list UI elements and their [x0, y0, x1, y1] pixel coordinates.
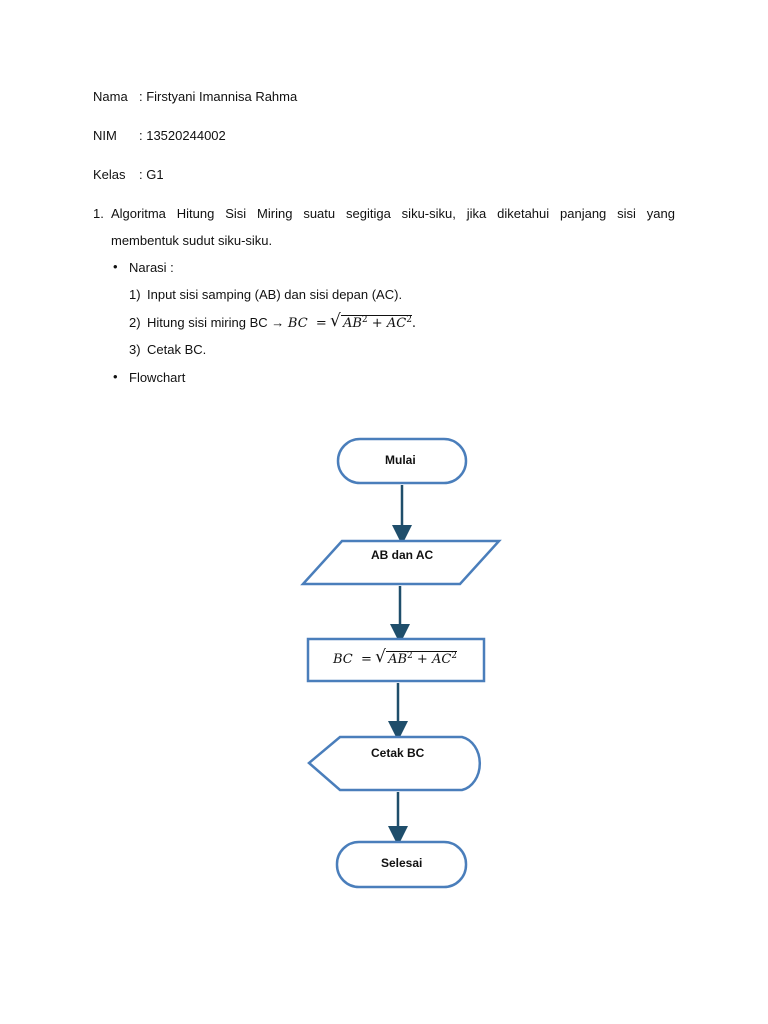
output-label: Cetak BC [371, 746, 425, 760]
flowchart-label: Flowchart [129, 370, 186, 385]
start-label: Mulai [385, 453, 416, 467]
input-parallelogram [300, 539, 502, 586]
bullet-dot: • [113, 369, 118, 384]
sqrt-icon: √AB2 + AC2 [375, 647, 458, 667]
formula-plus: + [371, 316, 383, 331]
step-2-formula: BC = √AB2 + AC2. [287, 311, 417, 331]
formula-exp-ac: 2 [406, 315, 412, 325]
step-2-num: 2) [129, 315, 141, 330]
nama-value: : Firstyani Imannisa Rahma [139, 89, 298, 104]
output-display-shape [307, 735, 482, 792]
bullet-dot: • [113, 259, 118, 274]
item-text-line2: membentuk sudut siku-siku. [111, 233, 273, 248]
narasi-label: Narasi : [129, 260, 174, 275]
step-3-num: 3) [129, 342, 141, 357]
step-1-num: 1) [129, 287, 141, 302]
process-equals: = [361, 652, 372, 667]
formula-exp-ab: 2 [361, 315, 368, 325]
item-text-line1: Algoritma Hitung Sisi Miring suatu segit… [111, 206, 675, 221]
item-number: 1. [93, 206, 104, 221]
process-exp-ac: 2 [451, 651, 458, 661]
step-1-text: Input sisi samping (AB) dan sisi depan (… [147, 287, 403, 302]
step-3-text: Cetak BC. [147, 342, 207, 357]
formula-lhs: BC [287, 316, 308, 331]
step-2-text: Hitung sisi miring BC → BC = √AB2 + AC2. [147, 311, 417, 331]
end-terminator [335, 840, 468, 889]
sqrt-icon: √AB2 + AC2 [329, 311, 412, 331]
step-2-label: Hitung sisi miring BC [147, 315, 268, 330]
formula-ab: AB [342, 316, 362, 331]
process-formula: BC = √AB2 + AC2 [333, 647, 458, 667]
process-exp-ab: 2 [407, 651, 413, 661]
kelas-label: Kelas [93, 167, 126, 182]
process-plus: + [416, 652, 428, 667]
process-rectangle [306, 637, 486, 683]
formula-ac: AC [386, 316, 407, 331]
nim-value: : 13520244002 [139, 128, 226, 143]
start-terminator [336, 437, 468, 485]
process-ac: AC [431, 652, 452, 667]
nama-label: Nama [93, 89, 128, 104]
nim-label: NIM [93, 128, 117, 143]
input-label: AB dan AC [371, 548, 434, 562]
formula-equals: = [315, 316, 327, 331]
process-ab: AB [388, 652, 408, 667]
kelas-value: : G1 [139, 167, 164, 182]
right-arrow-icon: → [271, 315, 285, 330]
end-label: Selesai [381, 856, 423, 870]
process-lhs: BC [333, 652, 353, 667]
formula-end: . [411, 316, 417, 331]
